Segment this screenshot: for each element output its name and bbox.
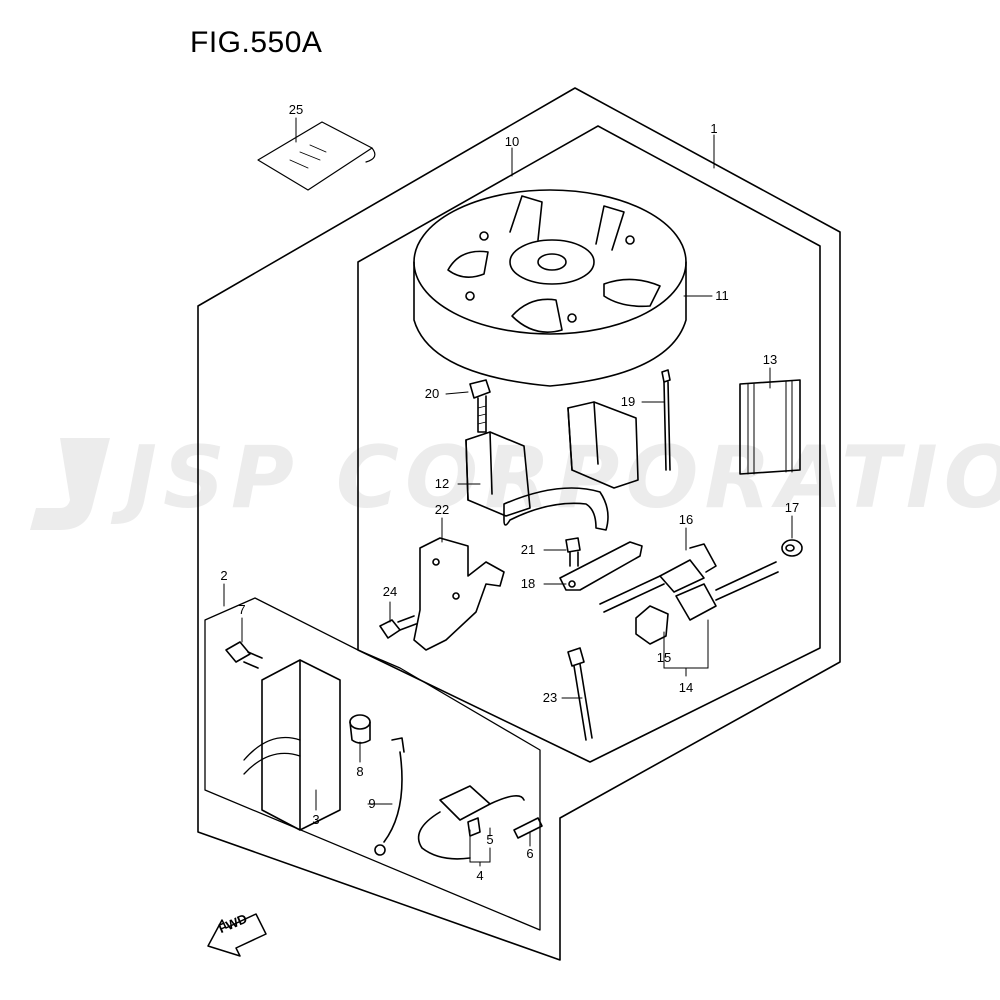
callout-14: 14 bbox=[679, 680, 693, 695]
callout-22: 22 bbox=[435, 502, 449, 517]
inner-boundary bbox=[357, 125, 821, 763]
callout-4: 4 bbox=[476, 868, 483, 883]
figure-title: FIG.550A bbox=[190, 26, 323, 59]
callout-7: 7 bbox=[238, 602, 245, 617]
callout-5: 5 bbox=[486, 832, 493, 847]
leader-lines bbox=[223, 117, 793, 867]
outer-boundary bbox=[197, 87, 841, 961]
flywheel-part bbox=[413, 189, 687, 387]
decal-sheet-part bbox=[257, 121, 376, 191]
callout-15: 15 bbox=[657, 650, 671, 665]
plate-18-part bbox=[559, 541, 643, 591]
callout-17: 17 bbox=[785, 500, 799, 515]
bolt-24-part bbox=[379, 615, 417, 639]
bolt-20-part bbox=[469, 379, 491, 433]
collar-8-part bbox=[349, 714, 371, 744]
bracket-22-part bbox=[413, 537, 505, 651]
coil-assembly-12-part bbox=[465, 401, 639, 531]
callout-11: 11 bbox=[715, 288, 729, 303]
cable-tie-23-part bbox=[567, 647, 593, 741]
callout-23: 23 bbox=[543, 690, 557, 705]
callout-20: 20 bbox=[425, 386, 439, 401]
callout-16: 16 bbox=[679, 512, 693, 527]
callout-1: 1 bbox=[710, 121, 717, 136]
callout-24: 24 bbox=[383, 584, 397, 599]
callout-2: 2 bbox=[220, 568, 227, 583]
bolt-7-part bbox=[225, 641, 263, 669]
callout-18: 18 bbox=[521, 576, 535, 591]
bolt-21-part bbox=[565, 537, 581, 567]
callout-19: 19 bbox=[621, 394, 635, 409]
collar-17-part bbox=[781, 539, 803, 557]
callout-12: 12 bbox=[435, 476, 449, 491]
callout-25: 25 bbox=[289, 102, 303, 117]
fuse-holder-4-part bbox=[417, 785, 525, 860]
callout-3: 3 bbox=[312, 812, 319, 827]
lower-box bbox=[204, 597, 541, 931]
callout-21: 21 bbox=[521, 542, 535, 557]
sheet-13-part bbox=[739, 379, 801, 475]
callout-10: 10 bbox=[505, 134, 519, 149]
cable-tie-19-part bbox=[661, 369, 671, 471]
fuse-6-part bbox=[513, 817, 543, 839]
fwd-arrow-icon bbox=[207, 913, 267, 957]
callout-13: 13 bbox=[763, 352, 777, 367]
connector-14-part bbox=[635, 561, 779, 645]
wire-9-part bbox=[374, 737, 405, 856]
callout-9: 9 bbox=[368, 796, 375, 811]
callout-8: 8 bbox=[356, 764, 363, 779]
regulator-3-part bbox=[243, 659, 341, 831]
callout-6: 6 bbox=[526, 846, 533, 861]
cable-16-part bbox=[599, 543, 717, 613]
